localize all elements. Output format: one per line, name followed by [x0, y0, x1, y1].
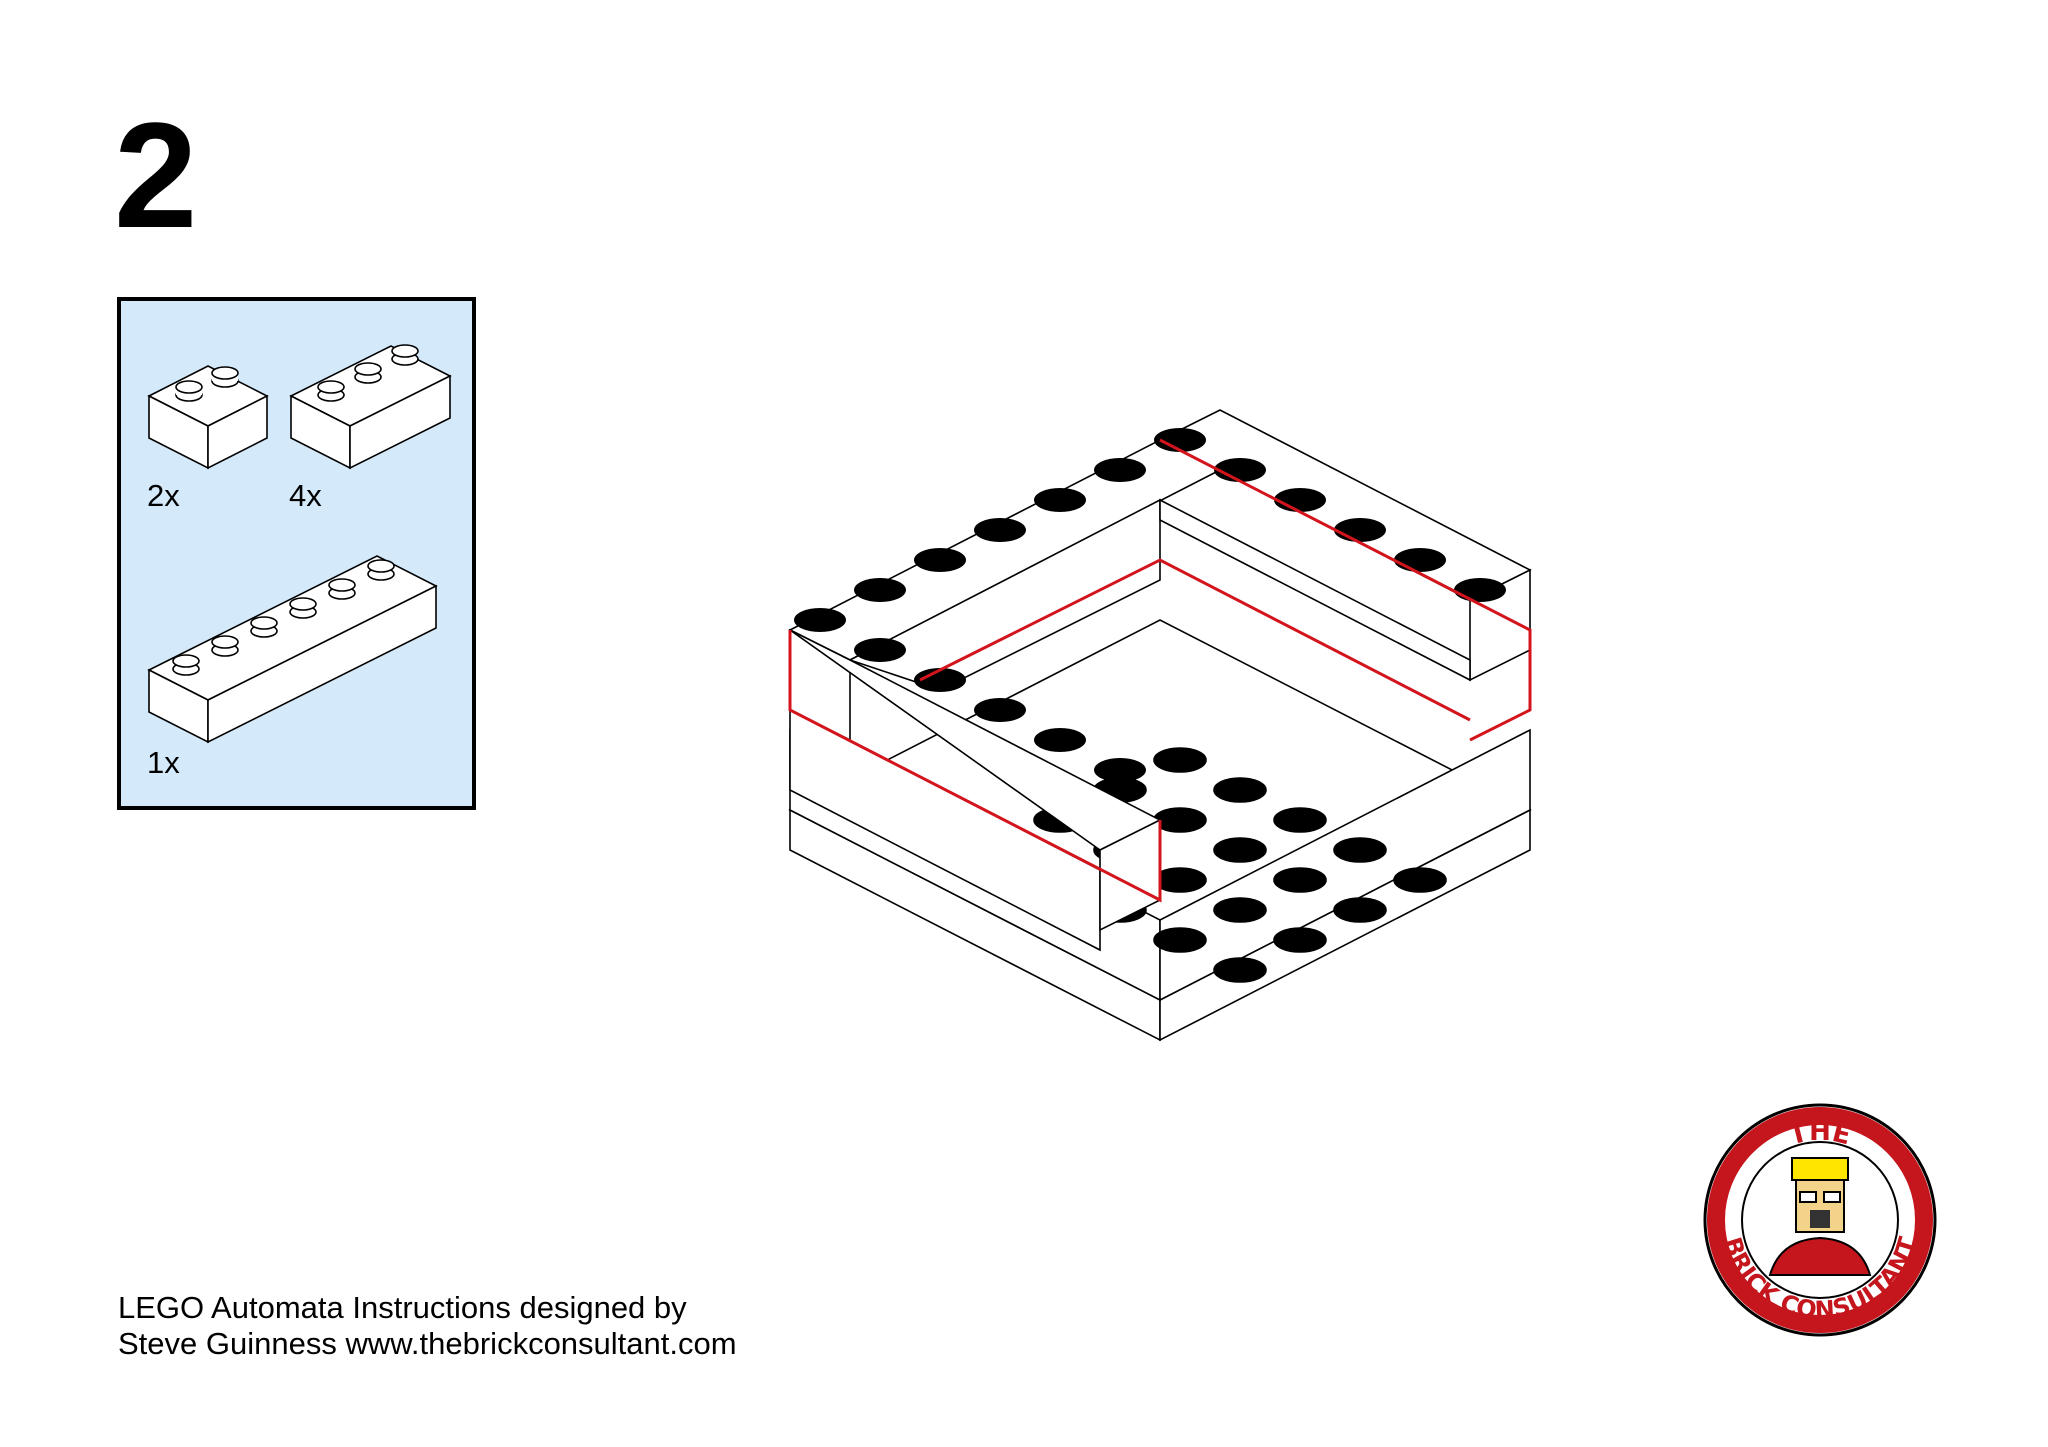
build-model-illustration	[788, 409, 1532, 1042]
logo-top-text: THE	[1786, 1117, 1853, 1151]
part-quantity: 4x	[289, 478, 322, 513]
step-number: 2	[114, 91, 198, 259]
brick-1x3-icon	[289, 344, 452, 470]
credits-footer: LEGO Automata Instructions designed by S…	[118, 1290, 737, 1362]
credits-line-1: LEGO Automata Instructions designed by	[118, 1290, 687, 1325]
svg-text:THE: THE	[1786, 1117, 1853, 1151]
parts-illustration	[147, 344, 452, 744]
credits-line-2: Steve Guinness www.thebrickconsultant.co…	[118, 1326, 737, 1361]
part-quantity: 2x	[147, 478, 180, 513]
part-quantity: 1x	[147, 745, 180, 780]
brick-1x6-icon	[147, 555, 438, 744]
brick-consultant-logo: THE BRICK CONSULTANT	[1703, 1103, 1937, 1337]
brick-1x2-icon	[147, 365, 269, 470]
parts-list-panel: 2x 4x 1x	[117, 297, 476, 810]
